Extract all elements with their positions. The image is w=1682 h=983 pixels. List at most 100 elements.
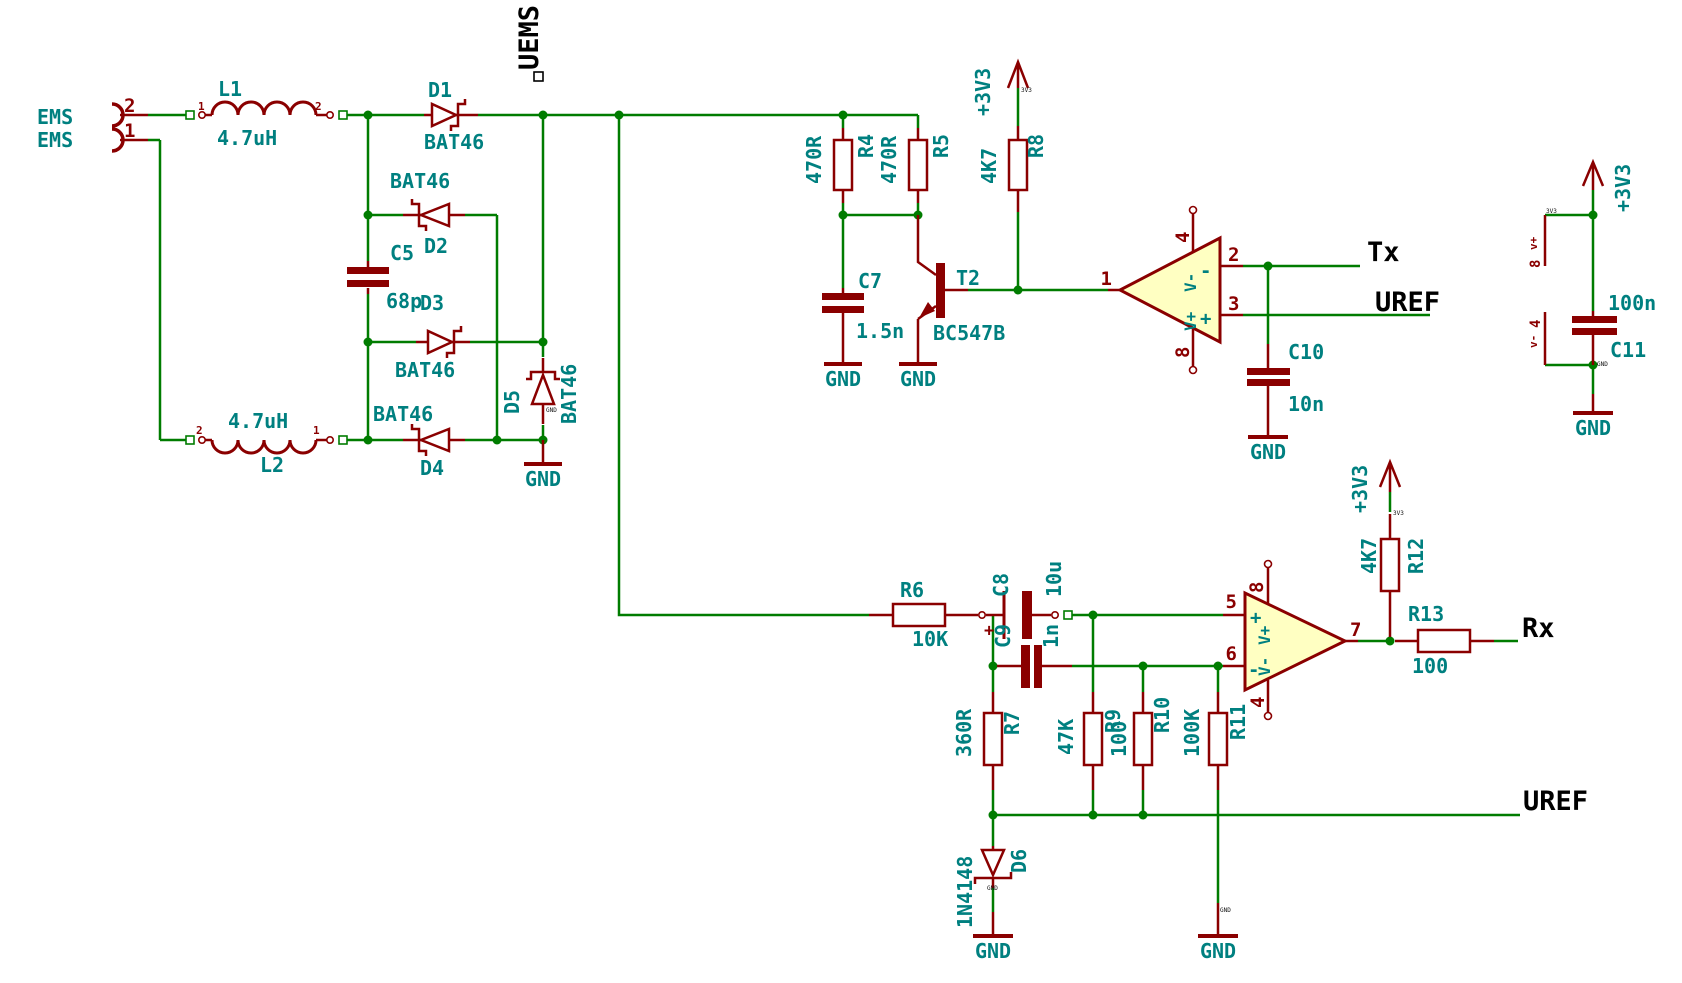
d2-name: D2 — [424, 234, 448, 258]
net-label-uref-bottom[interactable]: UREF — [1523, 786, 1588, 817]
micro-3v3: 3V3 — [1546, 208, 1557, 215]
wire-end-square — [338, 110, 348, 120]
power-3v3-r8: +3V3 3V3 — [971, 58, 1032, 116]
net-label-tx[interactable]: Tx — [1367, 237, 1400, 268]
resistor-R7[interactable]: 360R R7 — [952, 692, 1024, 790]
pin-open-circle — [1263, 711, 1273, 721]
resistor-R13[interactable]: R13 100 — [1395, 602, 1494, 678]
inductor-L1[interactable]: 1 2 L1 4.7uH — [185, 77, 348, 150]
resistor-R8[interactable]: 4K7 R8 — [977, 126, 1048, 212]
gnd-symbol-d5: GND — [524, 440, 562, 491]
r11-name: R11 — [1226, 704, 1250, 740]
connector-pin1-number: 1 — [124, 120, 135, 142]
d5-value: BAT46 — [557, 364, 581, 424]
l1-coil — [210, 100, 318, 116]
d6-name: D6 — [1007, 849, 1031, 873]
r8-value: 4K7 — [977, 148, 1001, 184]
capacitor-C9[interactable]: C9 1n — [991, 624, 1072, 688]
r5-value: 470R — [877, 135, 901, 184]
gnd-label: GND — [1200, 939, 1236, 963]
power-3v3-c11: +3V3 3V3 — [1546, 158, 1635, 215]
d5-name: D5 — [500, 390, 524, 414]
resistor-R4[interactable]: 470R R4 — [802, 128, 878, 203]
gnd-symbol-r11: GND GND — [1198, 903, 1238, 963]
pin-circle — [325, 111, 334, 120]
connector-label-1: EMS — [37, 105, 73, 129]
op1-pin4: 4 — [1172, 232, 1194, 243]
resistor-R12[interactable]: 4K7 R12 — [1357, 514, 1428, 637]
gnd-label: GND — [900, 367, 936, 391]
diode-D1[interactable]: D1 BAT46 — [424, 78, 484, 154]
gnd-symbol-d6: GND — [973, 912, 1013, 963]
resistor-R5[interactable]: 470R R5 — [877, 128, 953, 203]
capacitor-C8[interactable]: + C8 10u — [984, 561, 1073, 641]
r9-name: R9 — [1101, 709, 1125, 733]
connector-ems[interactable]: EMS EMS 2 1 — [37, 95, 148, 153]
diode-D5[interactable]: D5 BAT46 GND — [500, 358, 581, 424]
inductor-L2[interactable]: 2 1 4.7uH L2 — [185, 409, 348, 477]
capacitor-C5[interactable]: C5 68p — [347, 241, 422, 313]
op2-minus-sign: - — [1248, 659, 1259, 681]
d4-triangle — [417, 427, 451, 453]
l1-pin1-number: 1 — [198, 100, 205, 113]
opamp-comparator-2[interactable]: 5 6 7 8 4 + V+ - V- — [1223, 559, 1361, 721]
c8-name: C8 — [989, 573, 1013, 597]
transistor-T2[interactable]: T2 BC547B — [916, 215, 1005, 362]
r9-body — [1082, 711, 1104, 767]
opamp-comparator-1[interactable]: 1 2 3 4 8 - V- + V+ — [1101, 205, 1243, 375]
net-label-uems[interactable]: UEMS — [514, 5, 545, 82]
t2-name: T2 — [956, 266, 980, 290]
wire-end-square — [338, 435, 348, 445]
resistor-R10[interactable]: 100 R10 — [1107, 692, 1174, 790]
pin8-number: 8 — [1528, 260, 1544, 268]
r6-body — [891, 602, 947, 628]
gnd-label: GND — [975, 939, 1011, 963]
l2-coil — [210, 439, 318, 455]
junction-dots — [363, 110, 1598, 820]
r7-name: R7 — [1000, 711, 1024, 735]
d2-cathode-bar — [410, 199, 428, 231]
c11-plate-bottom — [1572, 328, 1617, 335]
r12-value: 4K7 — [1357, 538, 1381, 574]
micro-3v3: 3V3 — [1393, 510, 1404, 517]
r4-value: 470R — [802, 135, 826, 184]
c11-plate-top — [1572, 316, 1617, 323]
uref-label: UREF — [1375, 287, 1440, 318]
c5-plate-bottom — [347, 280, 389, 287]
net-label-rx[interactable]: Rx — [1522, 613, 1555, 644]
c10-plate-top — [1247, 368, 1290, 375]
d3-triangle — [426, 329, 456, 355]
capacitor-C10[interactable]: C10 10n — [1247, 340, 1324, 435]
d5-micro-gnd: GND — [546, 407, 557, 414]
pin8-vplus-name: v+ — [1527, 236, 1540, 250]
diode-D2[interactable]: BAT46 D2 — [390, 169, 465, 258]
p3v3-label: +3V3 — [971, 68, 995, 116]
p3v3-label: +3V3 — [1611, 164, 1635, 212]
resistor-R6[interactable]: R6 10K — [869, 578, 986, 651]
pin-circle — [325, 435, 334, 444]
tx-label: Tx — [1367, 237, 1400, 268]
resistor-R11[interactable]: 100K R11 — [1180, 692, 1250, 790]
power-3v3-r12: +3V3 3V3 — [1348, 458, 1404, 517]
r10-body — [1132, 711, 1154, 767]
c10-name: C10 — [1288, 340, 1324, 364]
op1-pin3: 3 — [1228, 293, 1239, 315]
diode-D3[interactable]: D3 BAT46 — [395, 291, 470, 382]
uems-label: UEMS — [514, 5, 545, 70]
power-arrow-icon — [1581, 158, 1605, 190]
r9-value: 47K — [1054, 719, 1078, 755]
diode-D4[interactable]: BAT46 D4 — [373, 402, 465, 480]
pin-open-circle — [1188, 365, 1198, 375]
diode-D6[interactable]: 1N4148 D6 GND — [953, 846, 1031, 928]
net-label-uref-top[interactable]: UREF — [1375, 287, 1440, 318]
capacitor-C11[interactable]: 100n C11 — [1572, 291, 1656, 365]
capacitor-C7[interactable]: C7 1.5n — [822, 269, 904, 362]
op1-plus-sign: + — [1200, 308, 1211, 330]
r10-value: 100 — [1107, 721, 1131, 757]
c9-name: C9 — [991, 624, 1015, 648]
resistor-R9[interactable]: 47K R9 — [1054, 692, 1125, 790]
l2-value: 4.7uH — [228, 409, 288, 433]
pin4-vminus-name: v- — [1527, 335, 1540, 348]
